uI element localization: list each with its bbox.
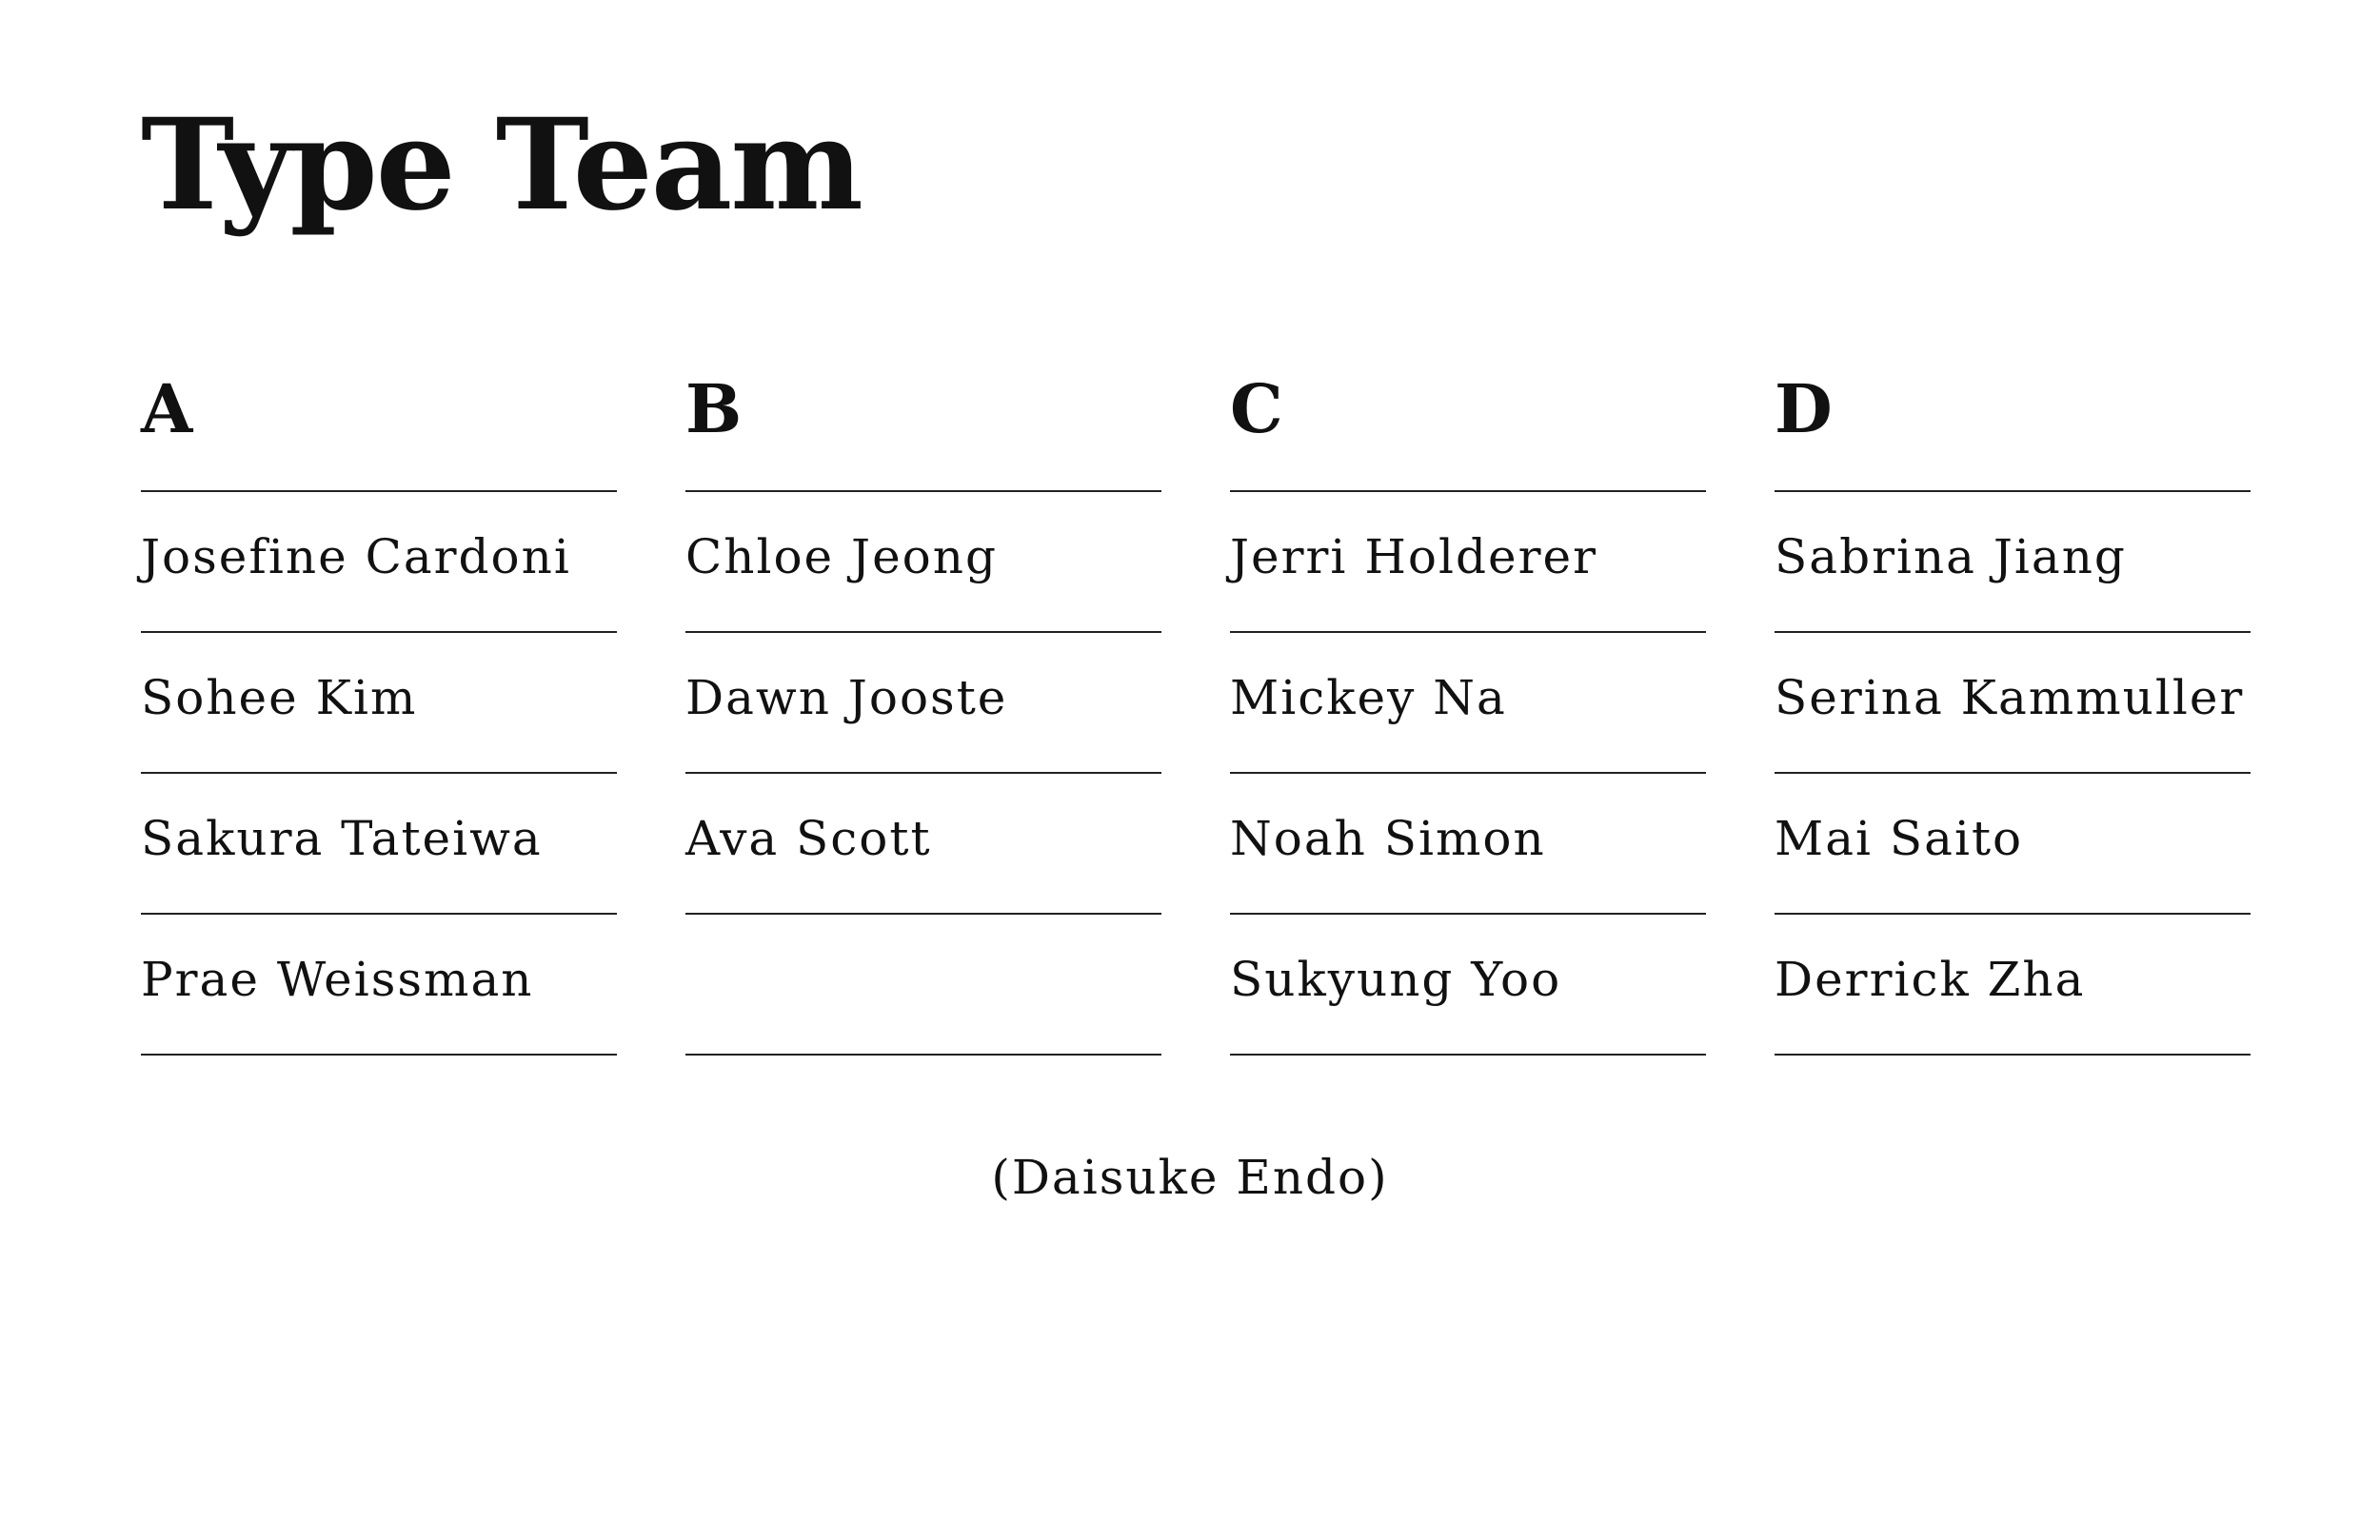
- team-member-name: Sohee Kim: [141, 670, 418, 725]
- team-member-name: Derrick Zha: [1775, 952, 2086, 1007]
- team-member-name: Noah Simon: [1230, 811, 1546, 866]
- team-member-name: Jerri Holderer: [1230, 529, 1598, 584]
- divider: [1775, 913, 2251, 915]
- divider: [1775, 631, 2251, 633]
- divider: [141, 490, 617, 492]
- team-member-name: Sakura Tateiwa: [141, 811, 543, 866]
- divider: [1775, 1054, 2251, 1056]
- divider: [1775, 490, 2251, 492]
- divider: [685, 772, 1161, 774]
- team-member-name: Dawn Jooste: [685, 670, 1008, 725]
- team-member-name: Prae Weissman: [141, 952, 534, 1007]
- divider: [141, 631, 617, 633]
- divider: [141, 913, 617, 915]
- column-header: C: [1230, 369, 1283, 448]
- divider: [685, 631, 1161, 633]
- divider: [685, 1054, 1161, 1056]
- divider: [1230, 1054, 1706, 1056]
- team-member-name: Chloe Jeong: [685, 529, 998, 584]
- team-member-name: Ava Scott: [685, 811, 932, 866]
- column-header: A: [141, 369, 193, 448]
- divider: [1230, 631, 1706, 633]
- page-title: Type Team: [141, 91, 863, 239]
- column-header: B: [685, 369, 743, 448]
- footnote-credit: (Daisuke Endo): [991, 1150, 1389, 1205]
- team-member-name: Sabrina Jiang: [1775, 529, 2127, 584]
- divider: [685, 913, 1161, 915]
- divider: [1230, 772, 1706, 774]
- divider: [685, 490, 1161, 492]
- team-member-name: Mai Saito: [1775, 811, 2024, 866]
- column-header: D: [1775, 369, 1833, 448]
- team-member-name: Mickey Na: [1230, 670, 1507, 725]
- divider: [141, 1054, 617, 1056]
- divider: [1230, 913, 1706, 915]
- divider: [141, 772, 617, 774]
- team-member-name: Sukyung Yoo: [1230, 952, 1562, 1007]
- divider: [1775, 772, 2251, 774]
- team-member-name: Josefine Cardoni: [141, 529, 571, 584]
- divider: [1230, 490, 1706, 492]
- team-member-name: Serina Kammuller: [1775, 670, 2245, 725]
